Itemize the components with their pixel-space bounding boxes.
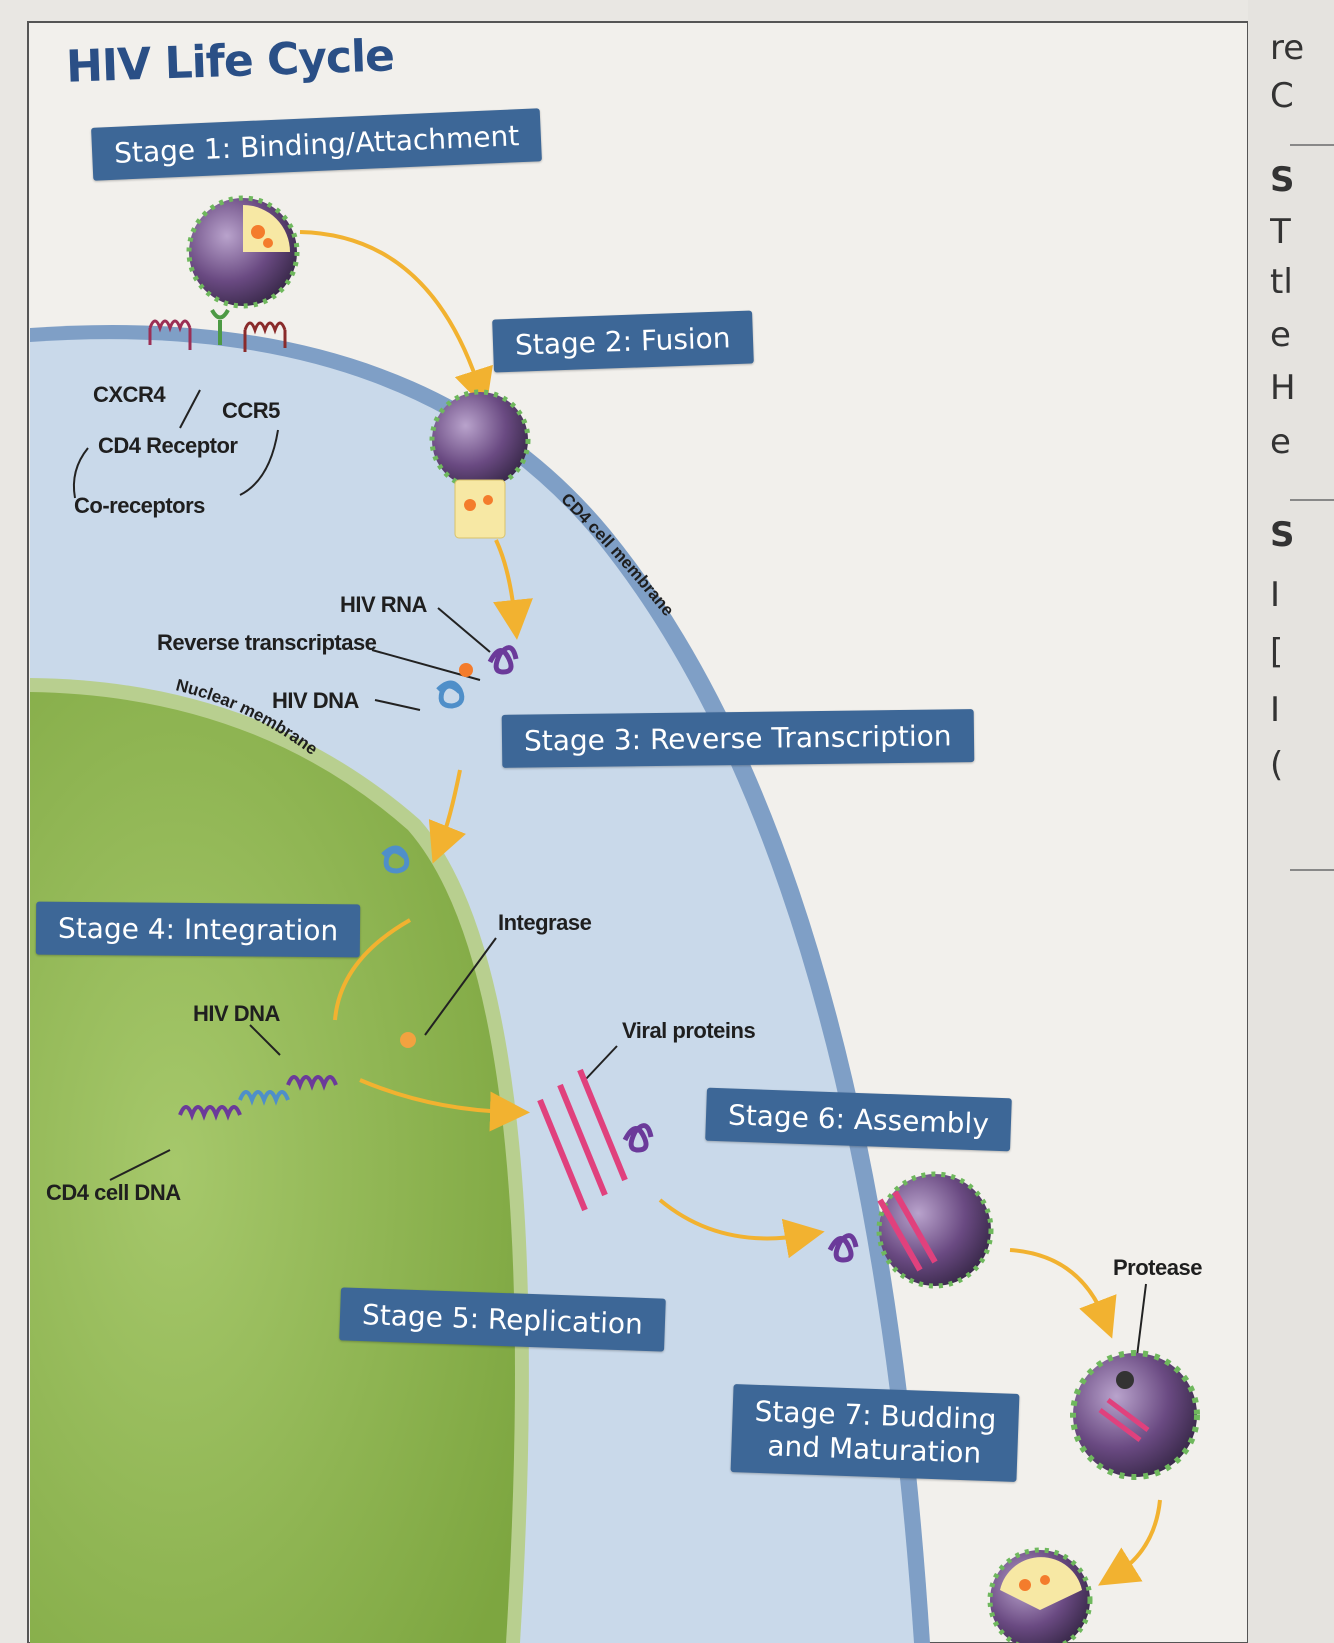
edge-text-6: H bbox=[1270, 368, 1334, 408]
label-hiv-dna-1: HIV DNA bbox=[272, 688, 359, 714]
stage-4-label: Stage 4: Integration bbox=[36, 902, 361, 958]
label-cd4-receptor: CD4 Receptor bbox=[98, 433, 237, 459]
edge-text-9: I bbox=[1270, 575, 1334, 615]
edge-text-7: e bbox=[1270, 422, 1334, 462]
label-ccr5: CCR5 bbox=[222, 398, 280, 424]
stage-5-label: Stage 5: Replication bbox=[339, 1287, 666, 1351]
integrase-dot bbox=[400, 1032, 416, 1048]
virus-budding bbox=[1073, 1353, 1197, 1477]
edge-text-2: S bbox=[1270, 160, 1334, 200]
label-integrase: Integrase bbox=[498, 910, 591, 936]
label-viral-proteins: Viral proteins bbox=[622, 1018, 755, 1044]
edge-text-10: [ bbox=[1270, 632, 1334, 672]
edge-text-0: re bbox=[1270, 28, 1334, 68]
edge-text-8: S bbox=[1270, 515, 1334, 555]
edge-text-5: e bbox=[1270, 315, 1334, 355]
stage-6-label: Stage 6: Assembly bbox=[705, 1088, 1012, 1152]
label-protease: Protease bbox=[1113, 1255, 1202, 1281]
edge-text-4: tl bbox=[1270, 262, 1334, 302]
label-cxcr4: CXCR4 bbox=[93, 382, 165, 408]
edge-text-1: C bbox=[1270, 76, 1334, 116]
stage-3-label: Stage 3: Reverse Transcription bbox=[502, 709, 974, 768]
stage-2-label: Stage 2: Fusion bbox=[492, 310, 753, 372]
label-reverse-transcriptase: Reverse transcriptase bbox=[157, 630, 376, 656]
stage-7-label: Stage 7: Budding and Maturation bbox=[731, 1384, 1020, 1482]
label-cd4-cell-dna: CD4 cell DNA bbox=[46, 1180, 181, 1206]
label-hiv-dna-2: HIV DNA bbox=[193, 1001, 280, 1027]
label-hiv-rna: HIV RNA bbox=[340, 592, 427, 618]
stage-7-line-2: and Maturation bbox=[753, 1429, 996, 1471]
edge-text-11: I bbox=[1270, 690, 1334, 730]
edge-text-3: T bbox=[1270, 212, 1334, 252]
virus-stage1 bbox=[189, 198, 297, 306]
edge-text-12: ( bbox=[1270, 745, 1334, 785]
reverse-transcriptase-dot bbox=[459, 663, 473, 677]
label-co-receptors: Co-receptors bbox=[74, 493, 205, 519]
